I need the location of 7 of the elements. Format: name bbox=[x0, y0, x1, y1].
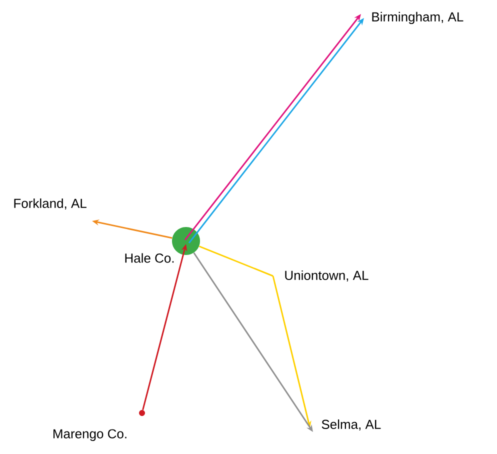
place-label: Birmingham, AL bbox=[372, 12, 464, 24]
route-line bbox=[198, 246, 274, 277]
place-label: Uniontown, AL bbox=[285, 270, 368, 282]
place-label: Selma, AL bbox=[322, 419, 381, 431]
place-label: Marengo Co. bbox=[54, 429, 126, 441]
place-label: Hale Co. bbox=[125, 253, 174, 263]
place-label: Forkland, AL bbox=[14, 198, 86, 210]
